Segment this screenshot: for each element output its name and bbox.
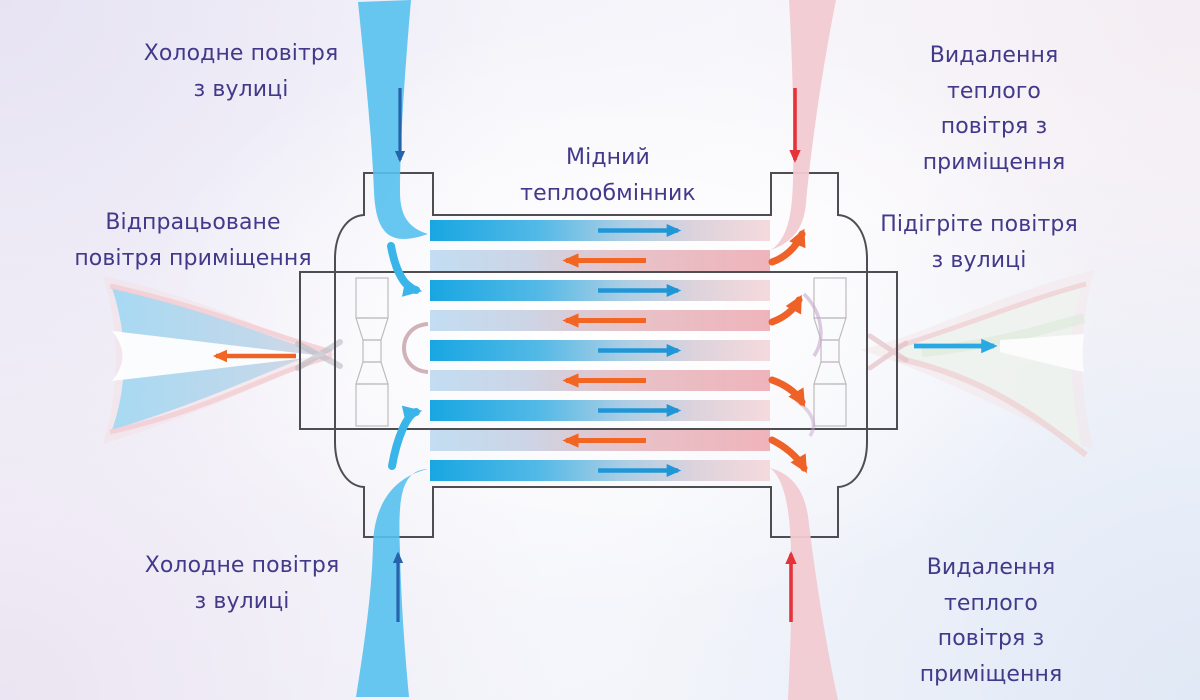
label-cold-air-bottom: Холодне повітря з вулиці bbox=[144, 553, 340, 614]
label-cold-air-top: Холодне повітря з вулиці bbox=[143, 41, 339, 102]
recirculation-curve-left bbox=[402, 322, 429, 374]
inner-fan-left bbox=[355, 277, 389, 427]
supply-plume bbox=[867, 281, 1088, 458]
label-exchanger: Мідний теплообмінник bbox=[520, 145, 696, 206]
exchanger-channels bbox=[430, 220, 770, 481]
inner-fan-right bbox=[813, 277, 847, 427]
cold-stream-top bbox=[358, 0, 428, 239]
cold-stream-bottom bbox=[356, 469, 428, 697]
label-warm-removal-bottom: Видалення теплого повітря з приміщення bbox=[919, 555, 1063, 687]
warm-stream-bottom bbox=[770, 468, 838, 700]
cold-distribution-arrows bbox=[387, 242, 423, 470]
warm-stream-top bbox=[771, 0, 836, 250]
warm-collection-arrows bbox=[768, 228, 808, 474]
swirl-right-upper bbox=[802, 292, 823, 357]
duct-body-outline bbox=[299, 271, 898, 430]
label-exhaust-room: Відпрацьоване повітря приміщення bbox=[74, 210, 312, 271]
housing-outline bbox=[334, 172, 868, 538]
label-warm-removal-top: Видалення теплого повітря з приміщення bbox=[922, 43, 1066, 175]
label-heated-supply: Підігріте повітря з вулиці bbox=[880, 212, 1078, 273]
swirl-right-lower bbox=[794, 398, 816, 437]
